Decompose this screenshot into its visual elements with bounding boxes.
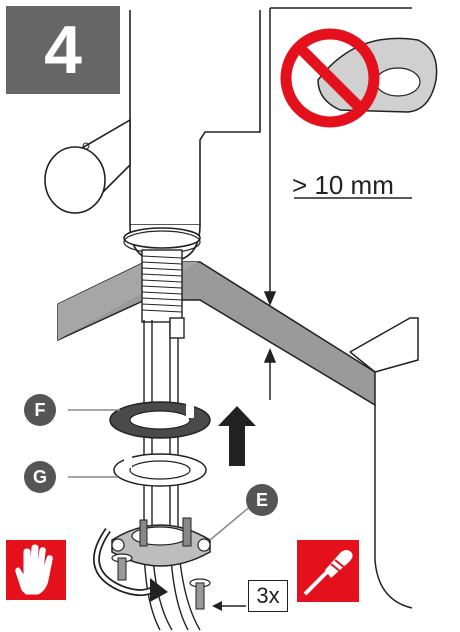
- ring-f: [109, 401, 211, 439]
- step-number-badge: 4: [6, 6, 120, 94]
- bracket-e: [111, 517, 211, 567]
- screw-count: 3x: [248, 580, 288, 612]
- hand-warning: [6, 540, 66, 600]
- screw-right: [189, 578, 211, 610]
- arrow-up-icon: [218, 406, 256, 466]
- rotate-arrow-icon: [92, 527, 168, 602]
- screwdriver-icon: [303, 550, 353, 596]
- faucet-body: [123, 10, 261, 263]
- screwdriver-tool: [297, 540, 359, 602]
- label-f: F: [24, 394, 56, 426]
- screw-left: [111, 553, 133, 581]
- dimension-lines: [263, 7, 412, 400]
- label-e: E: [246, 484, 278, 516]
- label-g: G: [24, 461, 56, 493]
- hand-icon: [15, 544, 53, 595]
- threaded-shank: [141, 249, 183, 323]
- pointer-arrow: [212, 601, 246, 611]
- ring-g: [113, 453, 207, 487]
- prohibited-icon: [280, 28, 438, 128]
- lever-handle: [44, 118, 131, 214]
- dimension-text: > 10 mm: [292, 170, 394, 200]
